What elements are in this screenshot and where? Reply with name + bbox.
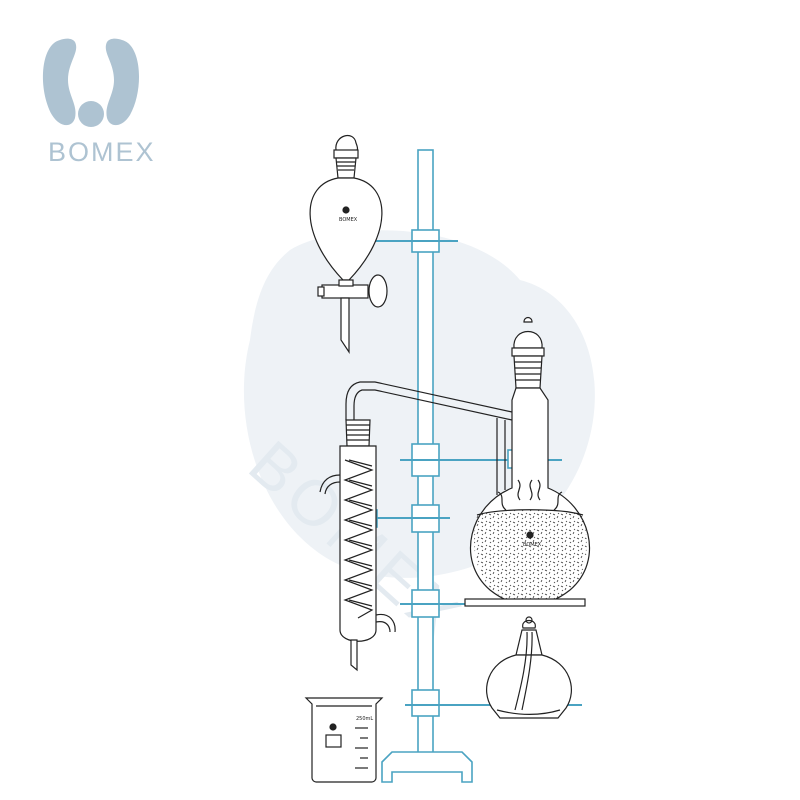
separatory-funnel: BOMEX bbox=[309, 134, 388, 354]
logo-text: BOMEX bbox=[48, 137, 156, 167]
svg-text:BOMEX: BOMEX bbox=[339, 217, 358, 223]
burner-body bbox=[486, 654, 572, 719]
logo-dot bbox=[78, 101, 104, 127]
flask-joint bbox=[513, 355, 543, 389]
wire-gauze bbox=[464, 598, 586, 607]
logo-left-lobe bbox=[42, 38, 77, 126]
flask-contents bbox=[474, 509, 587, 606]
beaker: 250mL bbox=[304, 697, 384, 783]
condenser-drip-tip bbox=[350, 639, 358, 672]
delivery-tube bbox=[345, 381, 513, 495]
bomex-logo: BOMEX bbox=[42, 38, 156, 167]
flask-liquid-surface bbox=[476, 509, 584, 516]
boss-head-5 bbox=[411, 689, 440, 717]
burner-neck bbox=[515, 629, 543, 656]
funnel-neck bbox=[335, 157, 357, 179]
stand-base bbox=[381, 751, 473, 783]
beaker-capacity-label: 250mL bbox=[356, 716, 373, 722]
coil-condenser bbox=[319, 419, 396, 672]
condenser-joint bbox=[345, 419, 371, 447]
svg-text:BOMEX: BOMEX bbox=[523, 542, 542, 548]
round-bottom-flask: BOMEX bbox=[469, 316, 591, 606]
stopcock-barrel bbox=[321, 284, 369, 299]
logo-right-lobe bbox=[105, 38, 140, 126]
burner-wick-holder bbox=[522, 619, 536, 629]
condenser-inlet bbox=[319, 474, 341, 495]
funnel-stem bbox=[340, 297, 350, 354]
beaker-body bbox=[304, 697, 384, 783]
condenser-coil bbox=[343, 459, 374, 619]
burner-wick bbox=[514, 631, 533, 711]
stopcock-key bbox=[368, 274, 388, 308]
condenser-outlet bbox=[375, 613, 396, 633]
alcohol-burner bbox=[486, 616, 572, 719]
